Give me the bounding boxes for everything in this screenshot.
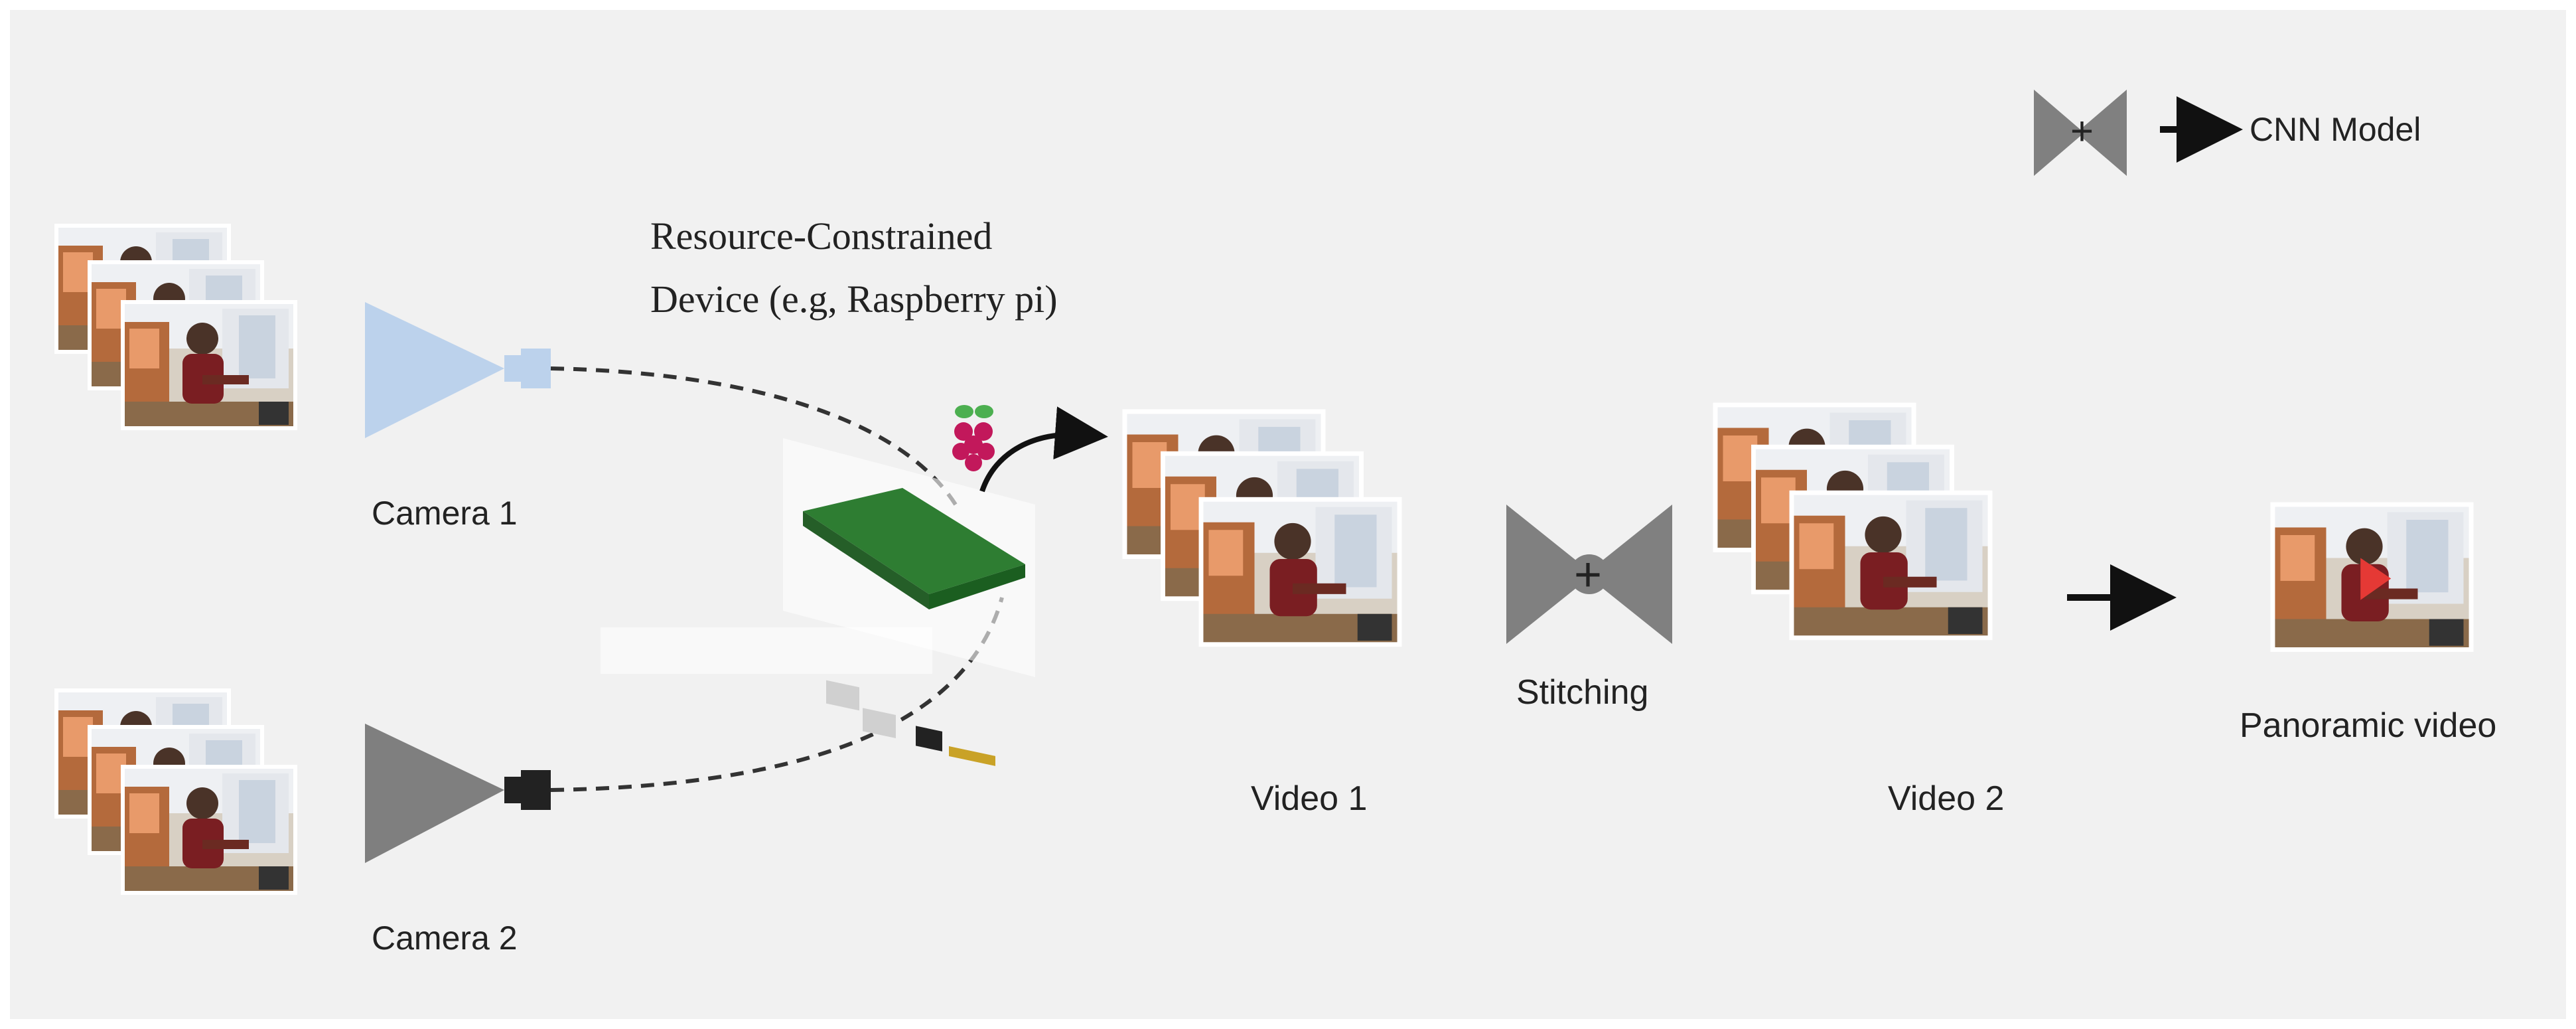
legend-plus-icon: + [2070,109,2094,153]
raspberry-pi-board [803,488,1025,766]
legend-label: CNN Model [2250,111,2421,148]
stitching-plus-icon: + [1574,548,1602,601]
raspberry-logo-icon [952,405,995,471]
camera-2-label: Camera 2 [372,919,518,957]
cnn-model-legend-icon [2034,90,2127,176]
panoramic-video-label: Panoramic video [2240,706,2496,745]
device-output-arrow [979,406,1108,493]
legend: + CNN Model [2034,90,2421,176]
stitching-label: Stitching [1516,673,1648,712]
video-1-label: Video 1 [1251,779,1367,818]
panoramic-video-frame [2270,502,2474,652]
device-label-line2: Device (e.g, Raspberry pi) [650,277,1058,321]
video-2-label: Video 2 [1888,779,2004,818]
camera-1-label: Camera 1 [372,495,518,532]
camera-1-icon [365,302,551,438]
device-label-line1: Resource-Constrained [650,214,992,258]
camera-2-icon [365,724,551,863]
camera-1-cable [550,366,958,506]
play-icon [2360,558,2392,600]
device-shadow-bar [601,627,932,674]
